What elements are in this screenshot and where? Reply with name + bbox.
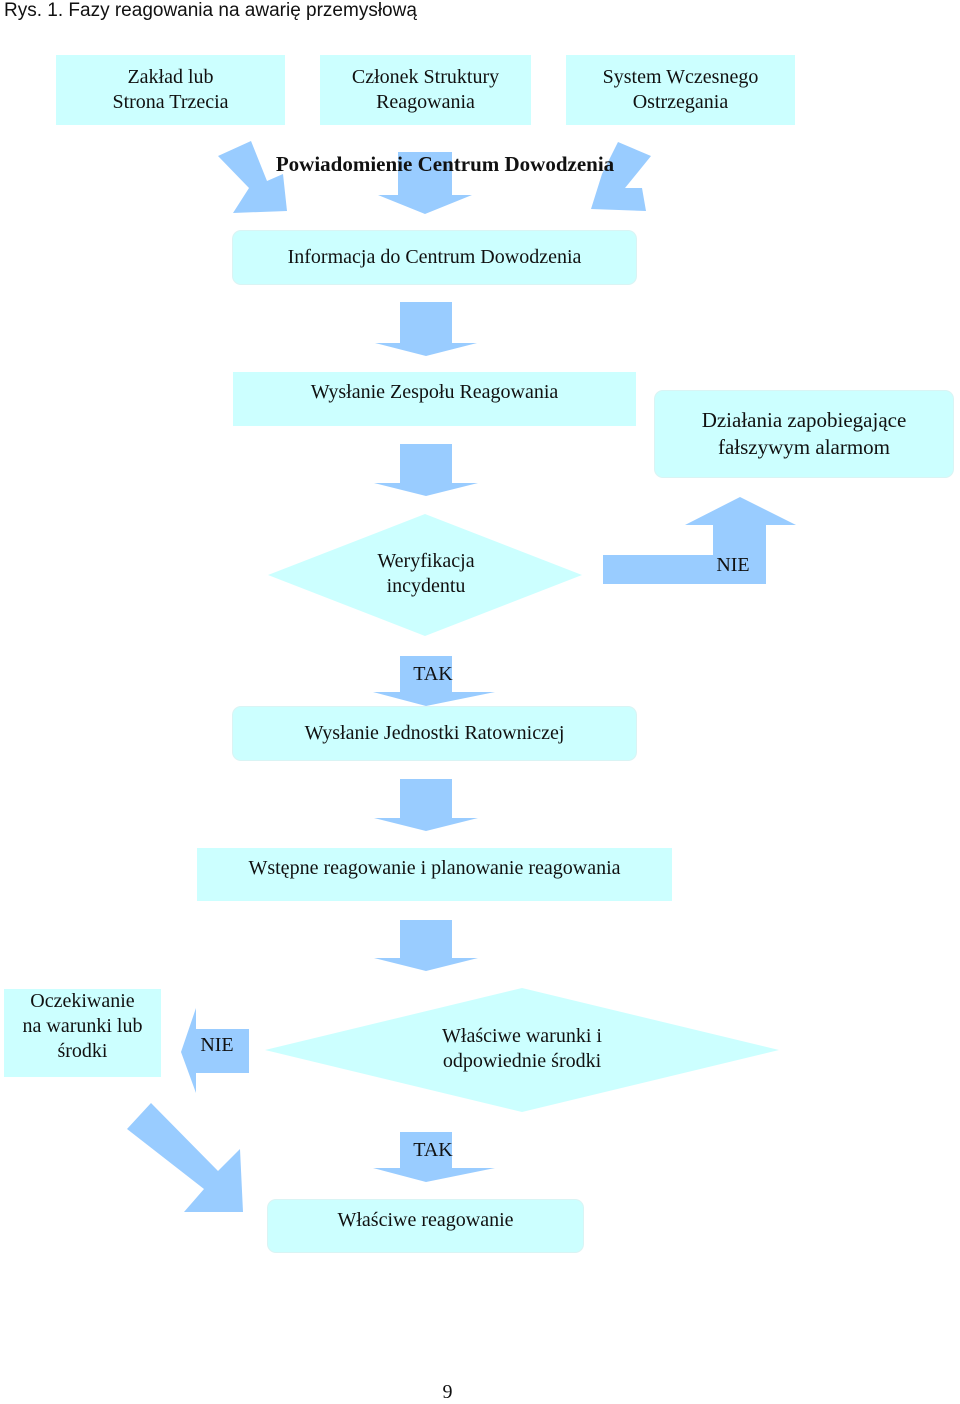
arrow-down-left <box>591 142 651 211</box>
box-line: Wysłanie Zespołu Reagowania <box>310 381 559 403</box>
verify-text: Weryfikacja incydentu <box>326 549 526 599</box>
arrow-down <box>378 152 472 214</box>
yes-label: TAK <box>413 663 453 685</box>
no-label: NIE <box>200 1034 234 1056</box>
box-line: środki <box>57 1039 108 1062</box>
box-line: fałszywym alarmom <box>717 435 891 459</box>
unit-box: Wysłanie Jednostki Ratowniczej <box>233 707 636 760</box>
arrow-down-yes <box>373 656 495 706</box>
arrow-down-yes <box>373 1132 495 1182</box>
conditions-diamond <box>265 988 779 1112</box>
arrow-down <box>374 779 478 831</box>
team-box: Wysłanie Zespołu Reagowania <box>233 372 636 426</box>
conditions-text: Właściwe warunki i odpowiednie środki <box>392 1024 652 1074</box>
arrow-no-bar <box>603 555 766 584</box>
figure-caption: Rys. 1. Fazy reagowania na awarię przemy… <box>4 0 417 21</box>
box-line: na warunki lub <box>22 1014 143 1037</box>
info-box: Informacja do Centrum Dowodzenia <box>233 231 636 284</box>
false-alarm-box: Działania zapobiegające fałszywym alarmom <box>655 391 953 477</box>
no-label: NIE <box>716 554 750 576</box>
initial-response-box: Wstępne reagowanie i planowanie reagowan… <box>197 848 672 901</box>
box-line: Reagowania <box>376 91 475 113</box>
box-line: Oczekiwanie <box>30 989 135 1012</box>
page-number: 9 <box>442 1381 453 1403</box>
final-box: Właściwe reagowanie <box>268 1200 583 1252</box>
arrow-down <box>374 444 478 496</box>
arrow-diagonal-return <box>127 1103 243 1212</box>
box-line: System Wczesnego <box>602 66 759 88</box>
notification-label: Powiadomienie Centrum Dowodzenia <box>275 152 615 176</box>
arrow-down-right <box>218 141 287 213</box>
verify-diamond <box>268 514 582 636</box>
arrow-up <box>685 497 796 555</box>
arrow-down <box>374 920 478 971</box>
box-line: Właściwe warunki i <box>442 1025 602 1047</box>
box-line: incydentu <box>386 575 466 597</box>
box-line: Weryfikacja <box>377 550 475 572</box>
box-line: Zakład lub <box>127 66 214 88</box>
arrow-left-no <box>181 1008 249 1093</box>
box-line: Strona Trzecia <box>112 91 229 113</box>
box-line: Ostrzegania <box>632 91 729 113</box>
arrow-down <box>375 302 477 356</box>
box-line: Członek Struktury <box>351 66 500 88</box>
box-line: Działania zapobiegające <box>701 408 907 432</box>
box-line: odpowiednie środki <box>442 1050 602 1072</box>
yes-label: TAK <box>413 1139 453 1161</box>
